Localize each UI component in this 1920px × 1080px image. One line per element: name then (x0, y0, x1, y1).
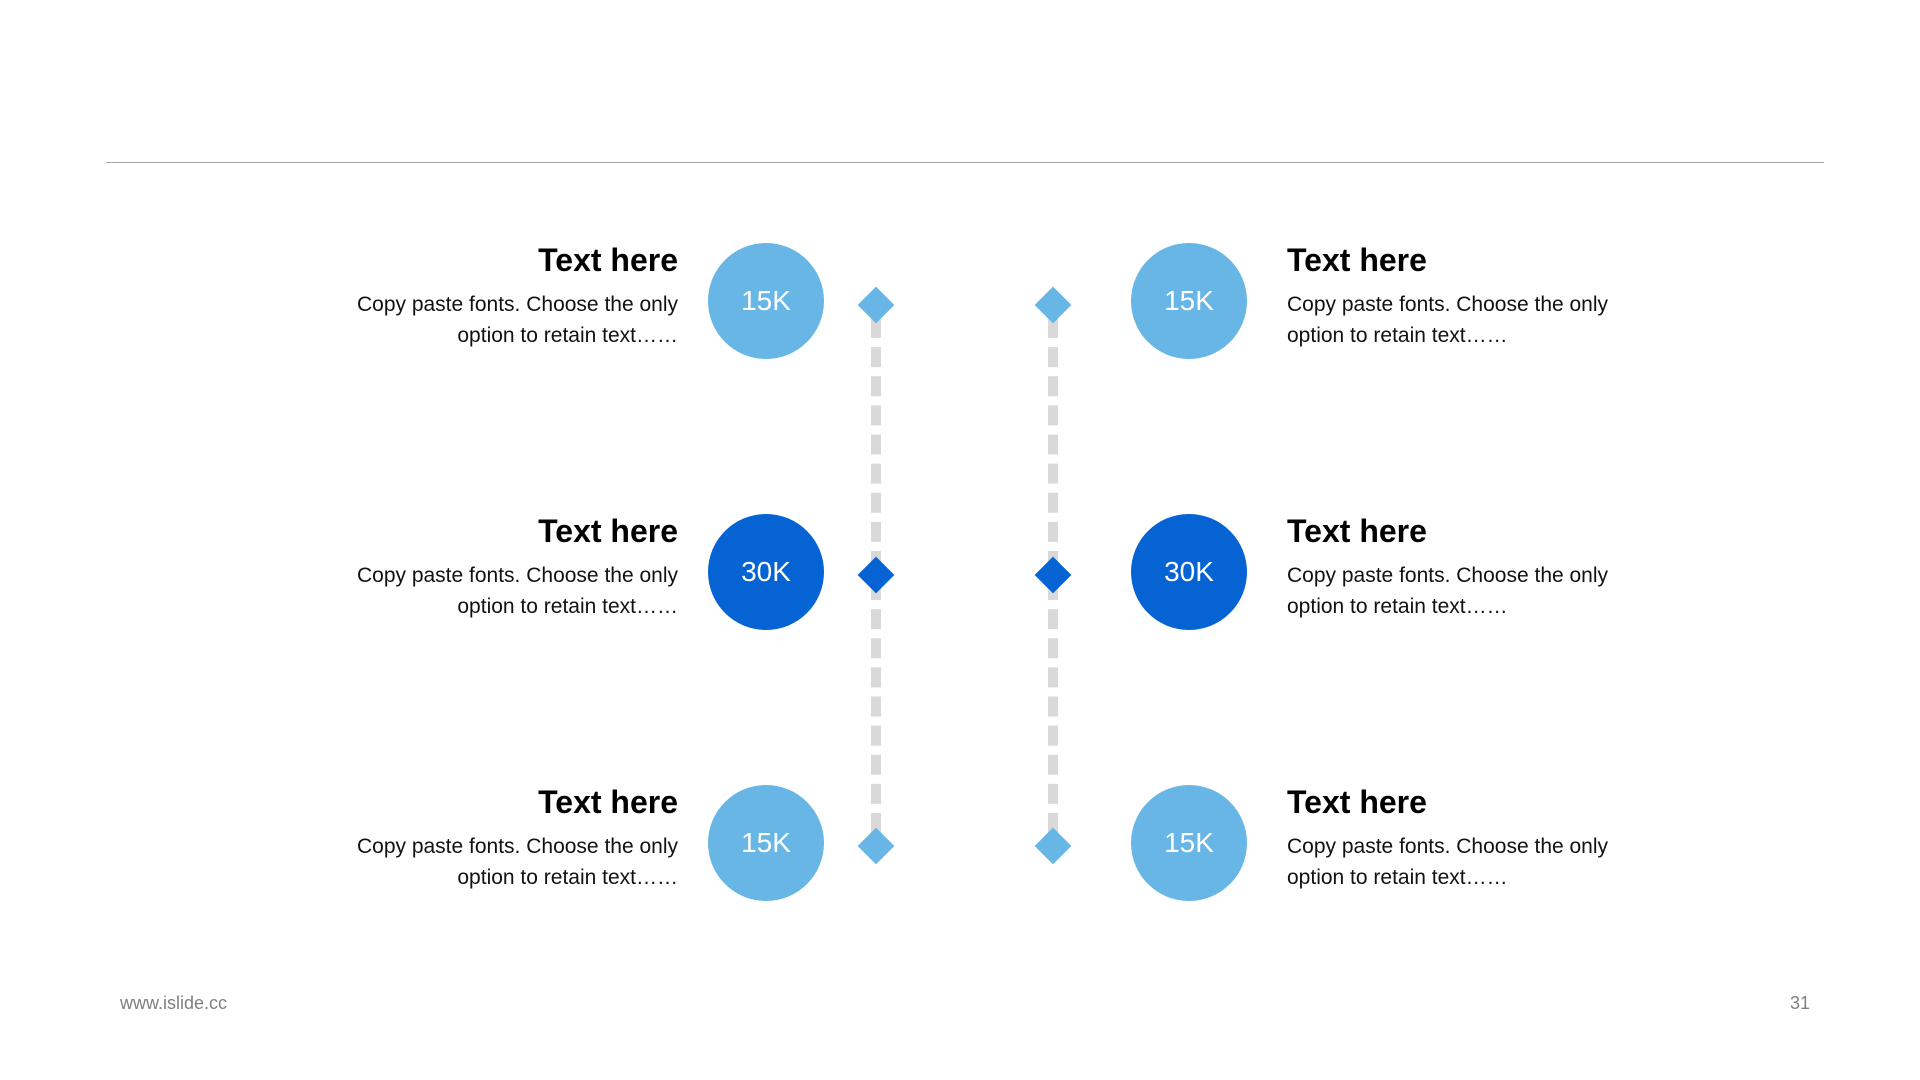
left-value-circle-2: 30K (708, 514, 824, 630)
left-title-2: Text here (538, 513, 678, 549)
left-title-3: Text here (538, 784, 678, 820)
right-desc-3: Copy paste fonts. Choose the only option… (1287, 835, 1609, 889)
left-diamond-3 (857, 827, 895, 865)
right-diamond-3 (1034, 827, 1072, 865)
right-title-1: Text here (1287, 242, 1427, 278)
right-value-circle-1: 15K (1131, 243, 1247, 359)
left-desc-1: Copy paste fonts. Choose the only option… (356, 293, 678, 347)
right-text-block-2: Text here Copy paste fonts. Choose the o… (1287, 512, 1647, 622)
right-diamond-1 (1034, 286, 1072, 324)
page-number: 31 (1789, 993, 1810, 1013)
left-diamond-2 (857, 556, 895, 594)
left-value-circle-1: 15K (708, 243, 824, 359)
left-text-block-2: Text here Copy paste fonts. Choose the o… (318, 512, 678, 622)
left-title-1: Text here (538, 242, 678, 278)
right-value-circle-2: 30K (1131, 514, 1247, 630)
right-desc-1: Copy paste fonts. Choose the only option… (1287, 293, 1609, 347)
right-diamond-2 (1034, 556, 1072, 594)
left-desc-2: Copy paste fonts. Choose the only option… (356, 564, 678, 618)
left-value-circle-3: 15K (708, 785, 824, 901)
right-desc-2: Copy paste fonts. Choose the only option… (1287, 564, 1609, 618)
right-title-2: Text here (1287, 513, 1427, 549)
right-value-circle-3: 15K (1131, 785, 1247, 901)
left-desc-3: Copy paste fonts. Choose the only option… (356, 835, 678, 889)
left-text-block-1: Text here Copy paste fonts. Choose the o… (318, 241, 678, 351)
left-text-block-3: Text here Copy paste fonts. Choose the o… (318, 783, 678, 893)
top-divider (106, 162, 1824, 163)
right-text-block-3: Text here Copy paste fonts. Choose the o… (1287, 783, 1647, 893)
right-title-3: Text here (1287, 784, 1427, 820)
right-text-block-1: Text here Copy paste fonts. Choose the o… (1287, 241, 1647, 351)
footer-url[interactable]: www.islide.cc (120, 993, 228, 1013)
left-diamond-1 (857, 286, 895, 324)
